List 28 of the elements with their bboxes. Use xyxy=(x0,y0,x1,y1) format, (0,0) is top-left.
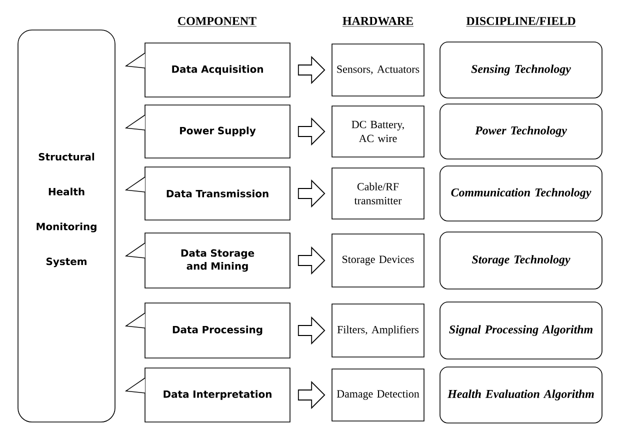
callout-box: Data Acquisition xyxy=(124,42,290,98)
block-arrow xyxy=(298,380,326,410)
hardware-box: Storage Devices xyxy=(332,234,424,288)
callout-box: Data Storage and Mining xyxy=(124,232,290,288)
hardware-box: Cable/RF transmitter xyxy=(332,168,424,220)
callout-box: Data Processing xyxy=(124,302,290,358)
hardware-box: Sensors, Actuators xyxy=(332,44,424,96)
field-box: Sensing Technology xyxy=(440,42,602,98)
field-box: Signal Processing Algorithm xyxy=(440,302,602,360)
block-arrow xyxy=(298,179,326,208)
field-box: Storage Technology xyxy=(440,232,602,290)
hardware-box: Filters, Amplifiers xyxy=(332,304,424,358)
hardware-box: Damage Detection xyxy=(332,368,424,422)
column-heading: DISCIPLINE/FIELD xyxy=(466,16,576,27)
field-box: Health Evaluation Algorithm xyxy=(440,366,602,424)
field-box: Power Technology xyxy=(440,104,602,160)
block-arrow xyxy=(298,117,326,146)
column-heading: HARDWARE xyxy=(342,16,414,27)
callout-box: Power Supply xyxy=(124,104,290,158)
callout-box: Data Transmission xyxy=(124,166,290,220)
callout-box: Data Interpretation xyxy=(124,368,290,422)
field-box: Communication Technology xyxy=(440,166,602,222)
hardware-box: DC Battery, AC wire xyxy=(332,106,424,158)
block-arrow xyxy=(298,56,326,84)
block-arrow xyxy=(298,316,326,345)
block-arrow xyxy=(298,246,326,275)
system-box: Structural Health Monitoring System xyxy=(18,30,116,422)
column-heading: COMPONENT xyxy=(177,16,257,27)
